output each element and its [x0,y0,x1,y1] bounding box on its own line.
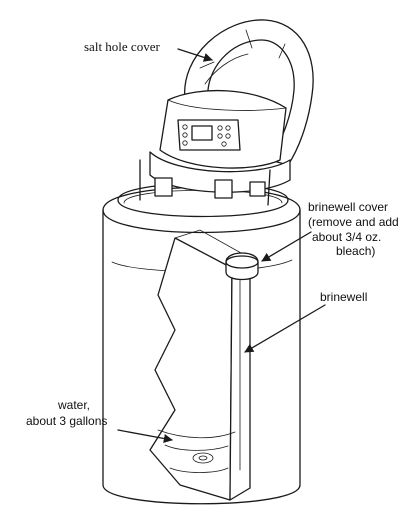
brinewell-cover [225,252,259,281]
water-label-line2: about 3 gallons [26,414,107,428]
arrow-icon [117,48,326,443]
brinewell-cover-label-line4: bleach) [336,244,375,258]
brinewell-cover-label-line1: brinewell cover [308,200,388,214]
salt-hole-cover-label: salt hole cover [84,39,160,54]
brinewell-cover-label-line3: about 3/4 oz. [312,230,381,244]
brinewell-label: brinewell [320,290,367,304]
salt-well-opening [139,159,271,206]
control-panel-icon [177,119,241,151]
water-label-line1: water, [57,398,90,412]
brinewell-cover-label-line2: (remove and add [308,215,399,229]
